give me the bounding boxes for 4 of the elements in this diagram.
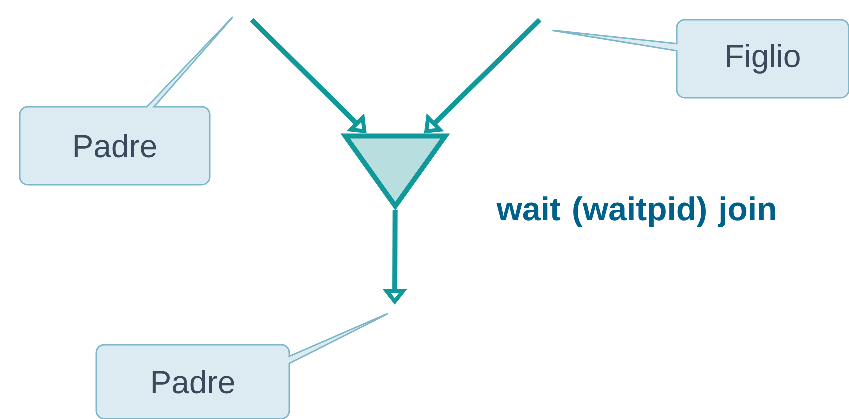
operation-label: wait (waitpid) join (496, 196, 776, 228)
callout-box: Figlio (552, 19, 849, 99)
callout-box: Padre (19, 16, 234, 186)
callout-box: Padre (96, 313, 389, 419)
